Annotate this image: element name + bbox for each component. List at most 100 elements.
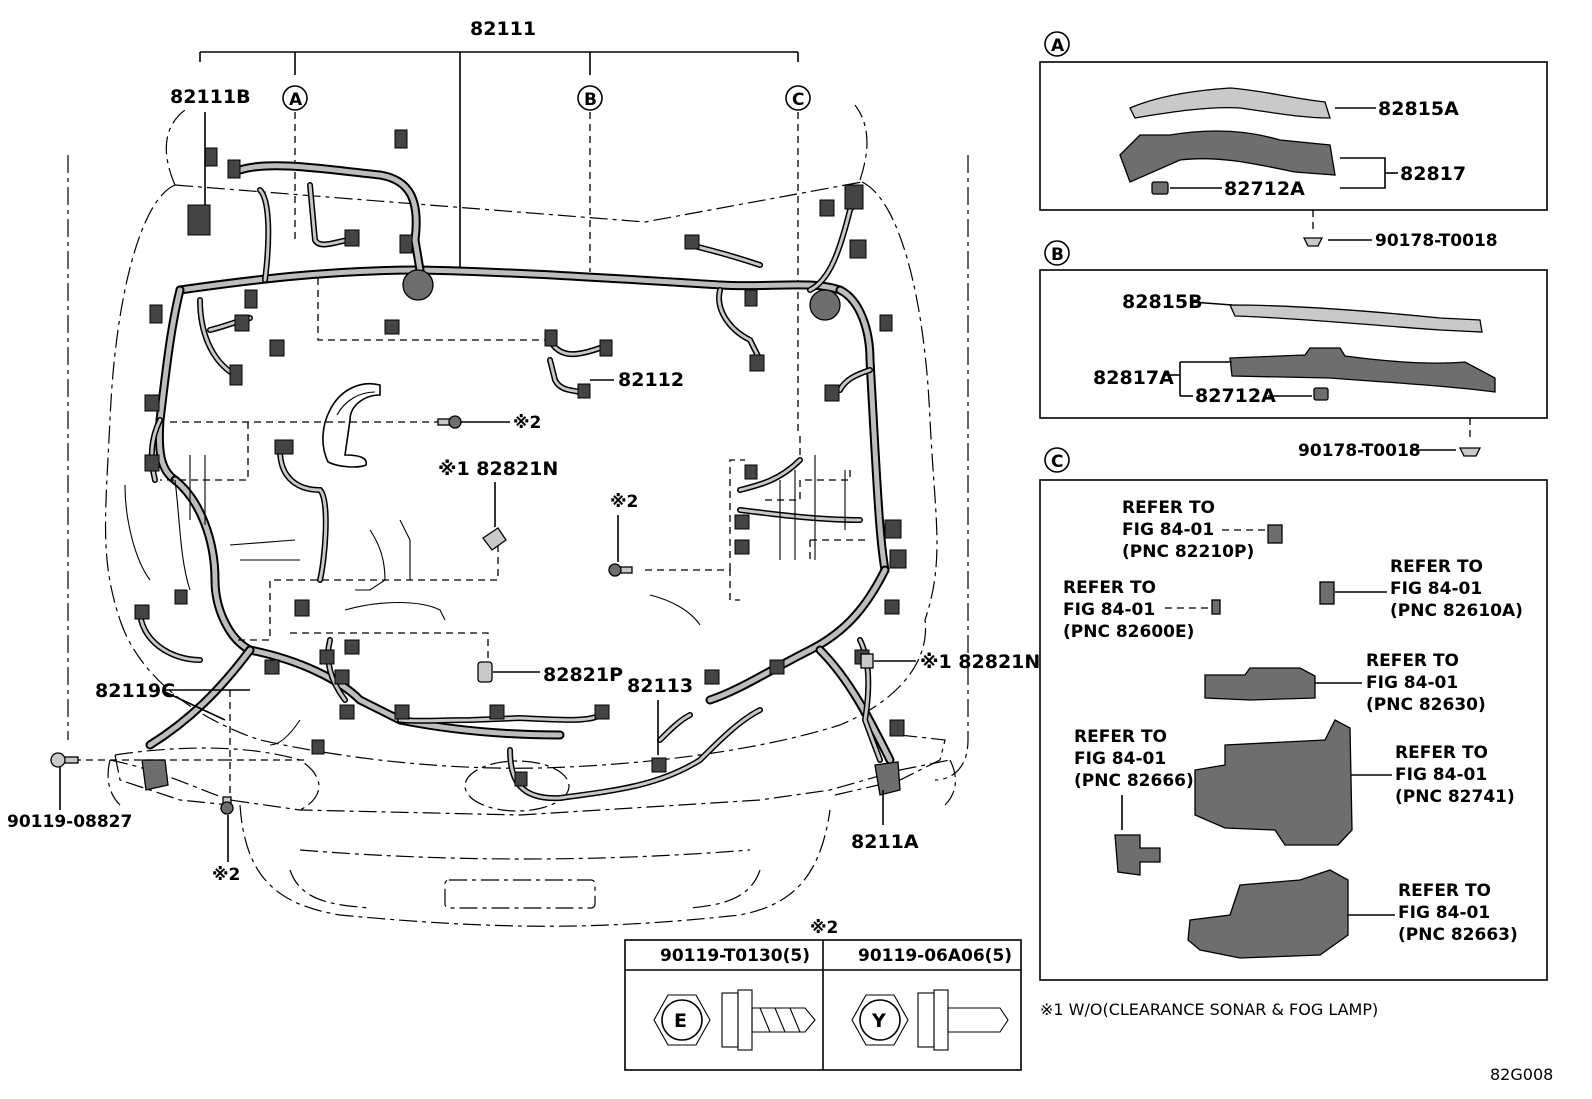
part-82712a-icon — [1151, 181, 1169, 195]
part-82817a-icon — [1229, 347, 1496, 393]
callout-b: B — [577, 85, 603, 272]
ref-82666: REFER TO FIG 84-01 (PNC 82666) — [1074, 727, 1194, 876]
part-82666-icon — [1114, 834, 1161, 876]
bolt-head-e-icon: E — [653, 994, 711, 1046]
callout-b-label: B — [584, 90, 597, 110]
footnote: ※1 W/O(CLEARANCE SONAR & FOG LAMP) — [1040, 1000, 1378, 1019]
svg-text:FIG 84-01: FIG 84-01 — [1063, 600, 1155, 620]
mark-2-c: ※2 — [212, 865, 240, 885]
connectors — [134, 129, 907, 796]
svg-text:FIG 84-01: FIG 84-01 — [1366, 673, 1458, 693]
clip-82821n-icon — [482, 527, 507, 551]
part-82210p-icon — [1267, 524, 1283, 544]
bolt-head-y-icon: Y — [851, 994, 909, 1046]
svg-text:REFER TO: REFER TO — [1390, 557, 1483, 577]
bolt-table-col2: 90119-06A06(5) — [858, 946, 1012, 966]
svg-text:(PNC 82630): (PNC 82630) — [1366, 695, 1486, 715]
label-82111: 82111 — [470, 18, 536, 40]
panel-a: A 82815A 82817 82712A 90178-T0018 — [1039, 31, 1548, 251]
label-82821p: 82821P — [543, 664, 623, 686]
svg-text:FIG 84-01: FIG 84-01 — [1122, 520, 1214, 540]
svg-text:REFER TO: REFER TO — [1395, 743, 1488, 763]
part-82741-icon — [1194, 719, 1353, 846]
callout-a: A — [282, 85, 308, 240]
clip-82821p-icon — [477, 661, 493, 683]
main-wire-harness — [137, 161, 895, 802]
fasteners — [50, 415, 874, 815]
svg-text:(PNC 82210P): (PNC 82210P) — [1122, 542, 1254, 562]
part-82663-icon — [1187, 869, 1349, 959]
part-82817-icon — [1119, 130, 1336, 183]
panel-a-p4: 90178-T0018 — [1375, 231, 1498, 251]
bolt-icon — [437, 415, 462, 429]
label-90119-08827: 90119-08827 — [7, 812, 132, 832]
part-82610a-icon — [1319, 581, 1335, 605]
panel-c-tag: C — [1051, 452, 1063, 472]
bolt-table: ※2 90119-T0130(5) 90119-06A06(5) E Y — [624, 918, 1022, 1071]
ref-82741: REFER TO FIG 84-01 (PNC 82741) — [1194, 719, 1515, 846]
part-labels: 82111B 82112 ※1 82821N 82821P 82113 8211… — [7, 86, 1040, 885]
panel-b-p1: 82815B — [1122, 291, 1203, 313]
ref-82610a: REFER TO FIG 84-01 (PNC 82610A) — [1319, 557, 1523, 621]
label-82113: 82113 — [627, 675, 693, 697]
panel-a-p1: 82815A — [1378, 98, 1459, 120]
bolt-head-y-label: Y — [871, 1010, 886, 1032]
label-82119c: 82119C — [95, 680, 175, 702]
dashed-leaders — [70, 278, 870, 800]
svg-text:REFER TO: REFER TO — [1366, 651, 1459, 671]
clip-90178-a-icon — [1302, 237, 1324, 247]
bolt-side-y-icon — [917, 989, 1009, 1051]
ref-82210p: REFER TO FIG 84-01 (PNC 82210P) — [1122, 498, 1283, 562]
label-8211a: 8211A — [851, 831, 919, 853]
panel-a-p2: 82817 — [1400, 163, 1466, 185]
svg-text:FIG 84-01: FIG 84-01 — [1395, 765, 1487, 785]
svg-text:FIG 84-01: FIG 84-01 — [1074, 749, 1166, 769]
callout-a-label: A — [289, 90, 303, 110]
clip-90178-b-icon — [1458, 447, 1482, 457]
figure-code: 82G008 — [1490, 1065, 1553, 1084]
panel-b-p3: 82712A — [1195, 385, 1276, 407]
label-82821n-right: ※1 82821N — [920, 651, 1040, 673]
svg-text:FIG 84-01: FIG 84-01 — [1390, 579, 1482, 599]
ref-82630: REFER TO FIG 84-01 (PNC 82630) — [1204, 651, 1486, 715]
leader-82111: 82111 — [199, 18, 799, 275]
panel-c: C REFER TO FIG 84-01 (PNC 82210P) REFER … — [1039, 447, 1548, 981]
panel-b-p2: 82817A — [1093, 367, 1174, 389]
svg-text:REFER TO: REFER TO — [1398, 881, 1491, 901]
bolt-icon — [50, 752, 79, 768]
svg-text:(PNC 82610A): (PNC 82610A) — [1390, 601, 1523, 621]
svg-text:REFER TO: REFER TO — [1122, 498, 1215, 518]
mark-2-a: ※2 — [513, 413, 541, 433]
label-82821n-center: ※1 82821N — [438, 458, 558, 480]
ref-82663: REFER TO FIG 84-01 (PNC 82663) — [1187, 869, 1518, 959]
svg-text:(PNC 82741): (PNC 82741) — [1395, 787, 1515, 807]
bolt-head-e-label: E — [674, 1010, 687, 1032]
clip-82821n-right-icon — [860, 653, 874, 669]
part-82815a-icon — [1129, 87, 1331, 119]
label-82111b: 82111B — [170, 86, 251, 108]
part-82600e-icon — [1211, 599, 1221, 615]
svg-text:(PNC 82600E): (PNC 82600E) — [1063, 622, 1194, 642]
part-82630-icon — [1204, 667, 1316, 701]
svg-text:REFER TO: REFER TO — [1063, 578, 1156, 598]
ref-82600e: REFER TO FIG 84-01 (PNC 82600E) — [1063, 578, 1221, 642]
part-82712a-b-icon — [1313, 387, 1329, 401]
panel-b-p4: 90178-T0018 — [1298, 441, 1421, 461]
svg-text:(PNC 82663): (PNC 82663) — [1398, 925, 1518, 945]
svg-text:FIG 84-01: FIG 84-01 — [1398, 903, 1490, 923]
label-82112: 82112 — [618, 369, 684, 391]
svg-text:REFER TO: REFER TO — [1074, 727, 1167, 747]
bolt-table-mark: ※2 — [810, 918, 838, 938]
bolt-icon — [220, 796, 234, 815]
panel-b: B 82815B 82817A 82712A 90178-T0018 — [1039, 240, 1548, 461]
callout-c-label: C — [792, 90, 804, 110]
bolt-table-col1: 90119-T0130(5) — [660, 946, 810, 966]
bolt-side-e-icon — [721, 989, 816, 1051]
mark-2-b: ※2 — [610, 492, 638, 512]
engine-bay-components — [124, 383, 846, 746]
panel-a-tag: A — [1051, 36, 1065, 56]
panel-a-p3: 82712A — [1224, 178, 1305, 200]
callout-c: C — [785, 85, 811, 435]
part-82815b-icon — [1228, 304, 1483, 333]
